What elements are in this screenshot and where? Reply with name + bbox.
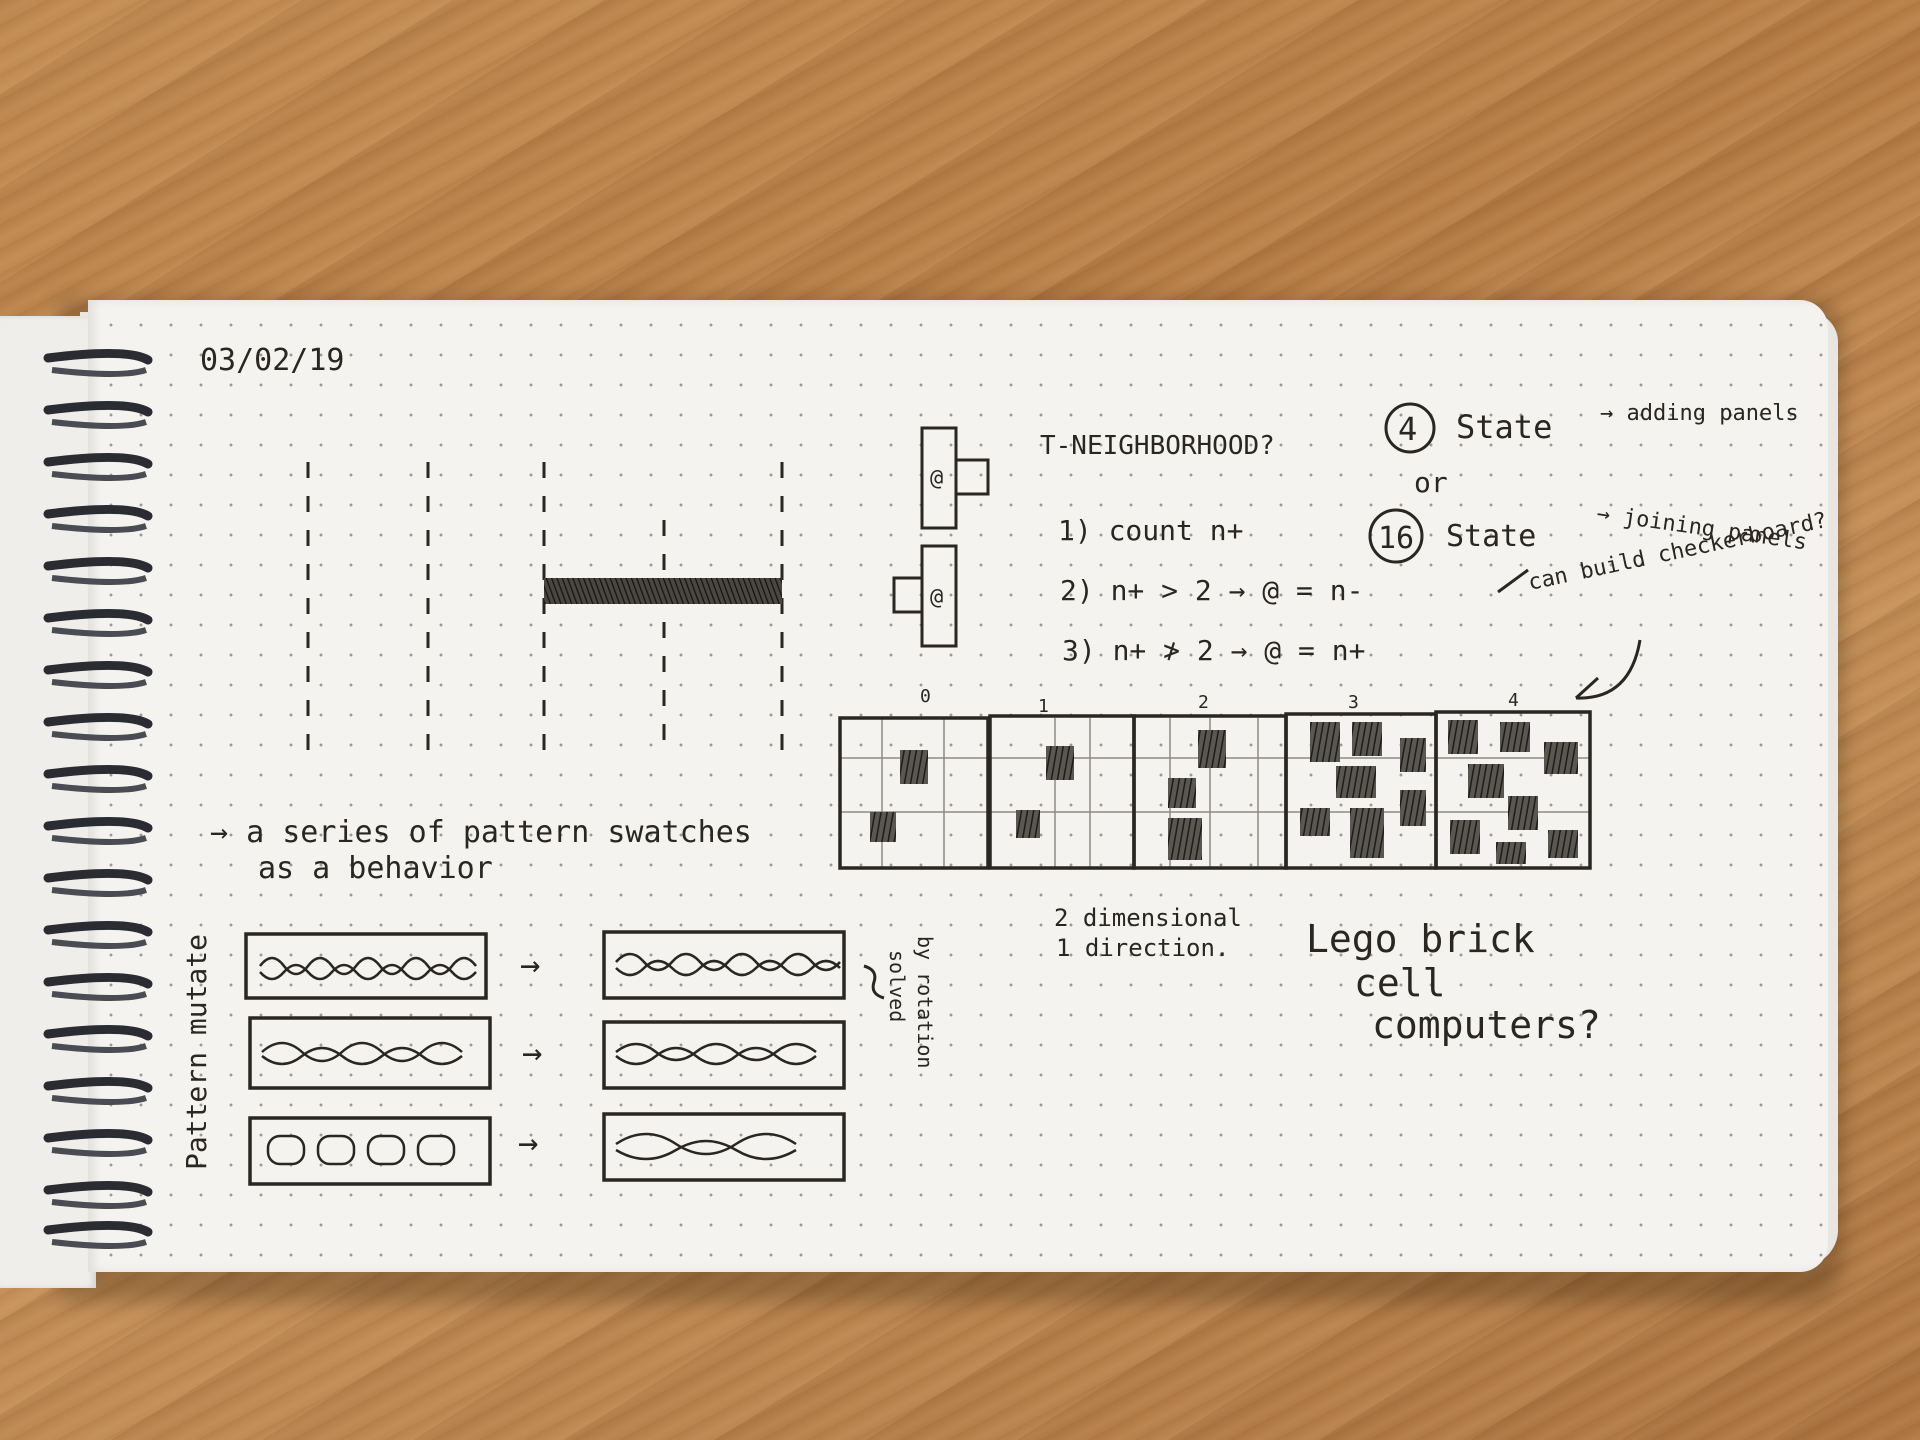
hatched-band (544, 578, 782, 604)
arrow-1: → (520, 945, 540, 985)
svg-text:@: @ (930, 585, 943, 610)
lego-line-3: computers? (1372, 1003, 1601, 1047)
series-caption-1: → a series of pattern swatches (210, 815, 752, 850)
rule-1: 1) count n+ (1058, 514, 1243, 547)
rule-3: 3) n+ ≯ 2 → @ = n+ (1062, 634, 1365, 667)
or-text: or (1414, 466, 1448, 499)
spiral-binding-back (51, 367, 147, 1249)
grid-label-2: 2 (1198, 692, 1209, 713)
state-4-note: → adding panels (1600, 401, 1799, 426)
dimension-note-1: 2 dimensional (1054, 904, 1242, 932)
t-neighborhood-glyphs: @ @ (892, 426, 990, 648)
state-16-number: 16 (1378, 521, 1414, 556)
date-text: 03/02/19 (200, 343, 345, 378)
swatches-after (602, 930, 846, 1182)
lego-line-1: Lego brick (1306, 917, 1535, 961)
solved-note-2: by rotation (913, 936, 937, 1068)
pattern-mutate-label: Pattern mutate (180, 934, 213, 1170)
arrow-3: → (518, 1123, 538, 1163)
state-4-label: State (1456, 408, 1552, 446)
rule-2: 2) n+ > 2 → @ = n- (1060, 574, 1363, 607)
cell-grid-strip (838, 710, 1592, 870)
grid-label-3: 3 (1348, 692, 1359, 713)
annotation-arrow (1497, 568, 1529, 594)
state-16-circle (1368, 508, 1424, 564)
swatches-before (244, 932, 492, 1186)
spiral-binding (43, 348, 153, 1237)
state-4-number: 4 (1398, 410, 1417, 448)
notebook-page (88, 300, 1828, 1272)
grid-label-1: 1 (1038, 696, 1049, 717)
grid-label-4: 4 (1508, 690, 1519, 711)
grid-label-0: 0 (920, 686, 931, 707)
state-4-circle (1384, 402, 1436, 454)
heading-text: T-NEIGHBORHOOD? (1040, 431, 1275, 461)
solved-note-1: solved (885, 950, 909, 1022)
series-caption-2: as a behavior (258, 851, 493, 886)
arrow-2: → (522, 1033, 542, 1073)
solved-brace (863, 964, 885, 1000)
lego-line-2: cell (1354, 961, 1446, 1005)
svg-text:@: @ (930, 466, 943, 491)
curve-arrow (1574, 639, 1642, 700)
dimension-note-2: 1 direction. (1056, 934, 1229, 962)
dashed-columns (306, 462, 784, 752)
state-16-label: State (1446, 519, 1536, 554)
